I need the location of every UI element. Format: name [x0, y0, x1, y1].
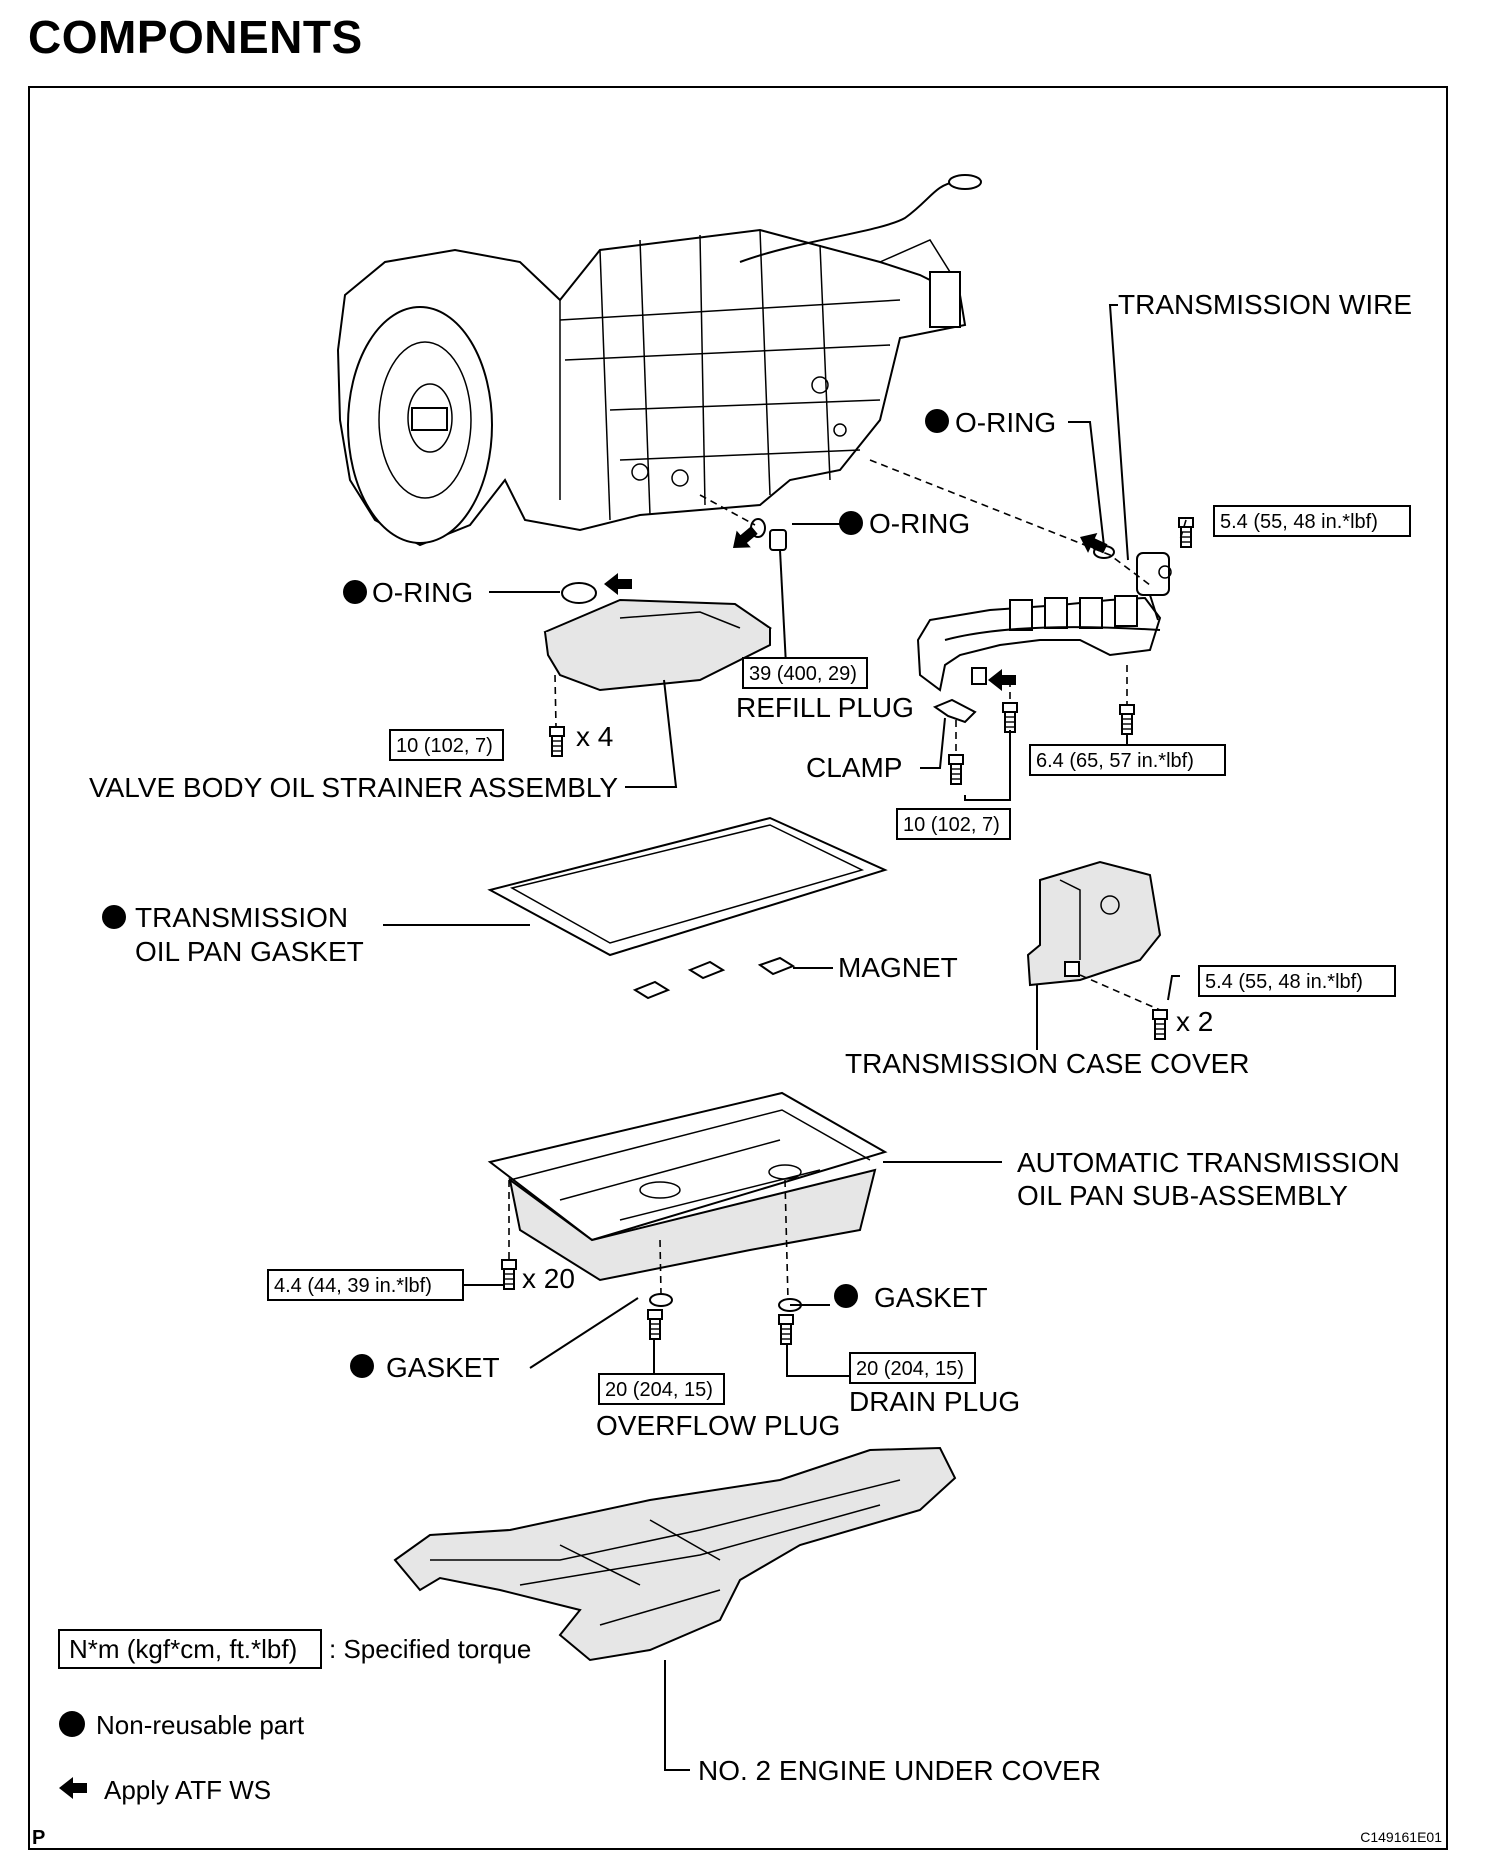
- legend-torque-units: N*m (kgf*cm, ft.*lbf): [69, 1634, 297, 1664]
- oil-pan-gasket: [487, 816, 888, 957]
- label-o-ring-left: O-RING: [372, 577, 473, 608]
- torque-overflow: 20 (204, 15): [605, 1379, 713, 1401]
- o-ring-strainer: [561, 582, 597, 604]
- torque-box-refill-plug: [742, 657, 868, 689]
- label-gasket-right: GASKET: [874, 1282, 988, 1313]
- non-reusable-icon: [343, 580, 367, 604]
- torque-box-drain: [849, 1352, 976, 1384]
- label-overflow-plug: OVERFLOW PLUG: [596, 1410, 840, 1441]
- torque-refill-plug: 39 (400, 29): [749, 663, 857, 685]
- bolt-wire-bracket: [1119, 704, 1135, 735]
- transmission-assembly: [336, 174, 982, 547]
- magnet-part-3: [757, 956, 796, 976]
- label-o-ring-upper: O-RING: [955, 407, 1056, 438]
- legend-non-reusable-icon: [59, 1711, 85, 1737]
- qty-pan-bolts: x 20: [522, 1263, 575, 1294]
- transmission-wire: [916, 552, 1172, 692]
- label-pan-gasket-2: OIL PAN GASKET: [135, 936, 364, 967]
- qty-strainer-bolts: x 4: [576, 721, 613, 752]
- legend-atf-arrow-icon: [59, 1777, 87, 1799]
- torque-wire-bolt: 5.4 (55, 48 in.*lbf): [1220, 511, 1378, 533]
- torque-box-wire-bolt: [1213, 505, 1411, 537]
- label-oil-pan-1: AUTOMATIC TRANSMISSION: [1017, 1147, 1400, 1178]
- qty-cover-bolts: x 2: [1176, 1006, 1213, 1037]
- diagram-frame: [28, 86, 1448, 1850]
- torque-drain: 20 (204, 15): [856, 1358, 964, 1380]
- engine-under-cover: [393, 1446, 957, 1662]
- footer-mark: P: [32, 1827, 45, 1849]
- label-valve-body-strainer: VALVE BODY OIL STRAINER ASSEMBLY: [89, 772, 618, 803]
- torque-strainer-bolt: 10 (102, 7): [396, 735, 493, 757]
- label-refill-plug: REFILL PLUG: [736, 692, 914, 723]
- label-magnet: MAGNET: [838, 952, 958, 983]
- atf-arrow-icon: [604, 573, 632, 595]
- torque-box-strainer-bolt: [389, 729, 504, 761]
- torque-box-overflow: [598, 1373, 725, 1405]
- magnet-part-2: [687, 960, 726, 980]
- drain-plug-part: [778, 1314, 794, 1345]
- label-oil-pan-2: OIL PAN SUB-ASSEMBLY: [1017, 1180, 1348, 1211]
- torque-case-cover: 5.4 (55, 48 in.*lbf): [1205, 971, 1363, 993]
- label-gasket-left: GASKET: [386, 1352, 500, 1383]
- bolt-case-cover: [1152, 1009, 1168, 1040]
- overflow-plug-part: [647, 1309, 663, 1340]
- non-reusable-icon: [350, 1354, 374, 1378]
- bolt-clamp: [948, 754, 964, 785]
- legend-non-reusable: Non-reusable part: [96, 1710, 305, 1740]
- magnet-part-1: [632, 980, 671, 1000]
- valve-body-strainer: [543, 598, 773, 692]
- gasket-overflow-part: [649, 1293, 673, 1307]
- atf-arrow-icon: [988, 669, 1016, 691]
- non-reusable-icon: [925, 409, 949, 433]
- label-clamp: CLAMP: [806, 752, 902, 783]
- bolt-wire-clamp: [1002, 702, 1018, 733]
- torque-box-clamp-bolt: [896, 808, 1011, 840]
- label-case-cover: TRANSMISSION CASE COVER: [845, 1048, 1250, 1079]
- transmission-case-cover: [1026, 860, 1162, 987]
- figure-id: C149161E01: [1360, 1829, 1442, 1845]
- non-reusable-icon: [839, 511, 863, 535]
- torque-wire-bracket: 6.4 (65, 57 in.*lbf): [1036, 750, 1194, 772]
- torque-clamp-bolt: 10 (102, 7): [903, 814, 1000, 836]
- label-transmission-wire: TRANSMISSION WIRE: [1118, 289, 1412, 320]
- page-title: COMPONENTS: [28, 11, 363, 63]
- non-reusable-icon: [102, 905, 126, 929]
- label-o-ring-middle: O-RING: [869, 508, 970, 539]
- torque-box-case-cover: [1198, 965, 1396, 997]
- clamp-part: [932, 698, 977, 724]
- bolt-strainer: [549, 726, 565, 757]
- legend-torque-box: [58, 1629, 322, 1669]
- label-pan-gasket-1: TRANSMISSION: [135, 902, 348, 933]
- legend-apply-atf: Apply ATF WS: [104, 1775, 271, 1805]
- non-reusable-icon: [834, 1284, 858, 1308]
- refill-plug-part: [769, 529, 787, 551]
- torque-pan-bolt: 4.4 (44, 39 in.*lbf): [274, 1275, 432, 1297]
- label-under-cover: NO. 2 ENGINE UNDER COVER: [698, 1755, 1101, 1786]
- torque-box-pan-bolt: [267, 1269, 464, 1301]
- label-drain-plug: DRAIN PLUG: [849, 1386, 1020, 1417]
- torque-box-wire-bracket: [1029, 744, 1226, 776]
- legend-torque-text: : Specified torque: [329, 1634, 531, 1664]
- oil-pan: [487, 1091, 888, 1282]
